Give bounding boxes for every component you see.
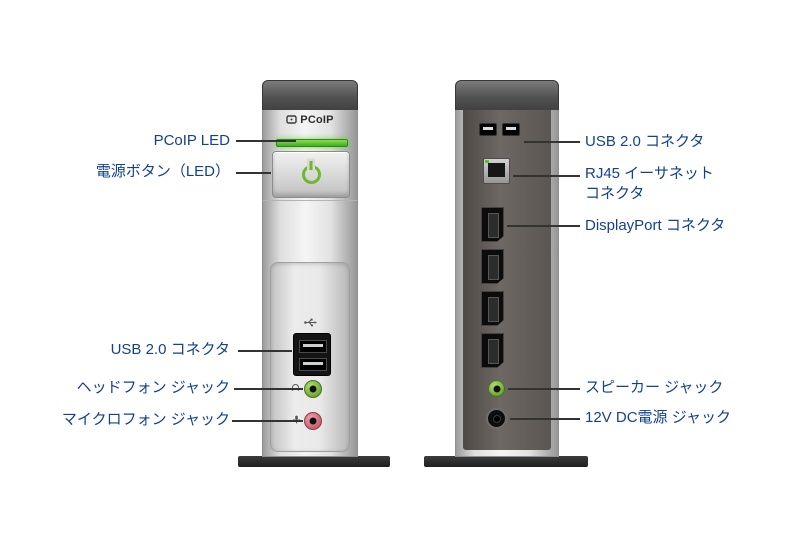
label-headphone: ヘッドフォン ジャック [76,379,230,396]
back-device-stand [424,456,588,467]
label-microphone: マイクロフォン ジャック [61,411,230,428]
label-rj45: RJ45 イーサネット コネクタ [585,165,714,202]
leader-line-front-usb [238,350,292,352]
displayport-4 [481,333,504,368]
leader-line-power-button [236,172,271,174]
leader-line-microphone [232,420,303,422]
label-speaker: スピーカー ジャック [585,379,724,396]
displayport-1 [481,207,504,242]
label-dc-power: 12V DC電源 ジャック [585,409,731,426]
pcoip-logo: PCoIP [262,113,358,127]
usb-trident-icon [304,318,317,327]
front-usb-ports [293,333,331,376]
label-power-button: 電源ボタン（LED） [95,163,230,180]
label-back-usb: USB 2.0 コネクタ [585,133,705,150]
rj45-socket [488,163,505,177]
leader-line-speaker [508,388,580,390]
pcoip-logo-icon [286,115,297,125]
front-usb-port-2 [299,358,327,371]
microphone-jack [304,412,322,430]
leader-line-headphone [234,388,303,390]
leader-line-back-usb [524,141,580,143]
power-button [272,151,350,198]
rj45-led [485,160,489,163]
displayport-2 [481,249,504,284]
pcoip-led-strip [276,139,348,147]
leader-line-dc-power [510,418,580,420]
dc-power-jack [486,408,507,429]
displayport-3 [481,291,504,326]
leader-line-displayport [507,225,580,227]
label-front-usb: USB 2.0 コネクタ [110,341,230,358]
headphone-jack [304,380,322,398]
label-pcoip-led: PCoIP LED [153,132,230,149]
front-body-seam [263,200,357,201]
back-usb-port-1 [479,123,497,136]
rj45-ethernet-port [483,158,510,184]
microphone-icon [292,415,301,424]
front-device-stand [238,456,390,467]
leader-line-pcoip-led [236,140,296,142]
speaker-jack [488,380,505,397]
back-usb-port-2 [502,123,520,136]
power-symbol-icon [301,165,321,184]
back-device-top-cap [455,80,559,111]
label-displayport: DisplayPort コネクタ [585,217,726,234]
front-device-top-cap [262,80,358,111]
leader-line-rj45 [513,175,580,177]
front-usb-port-1 [299,340,327,353]
pcoip-logo-text: PCoIP [300,114,334,126]
